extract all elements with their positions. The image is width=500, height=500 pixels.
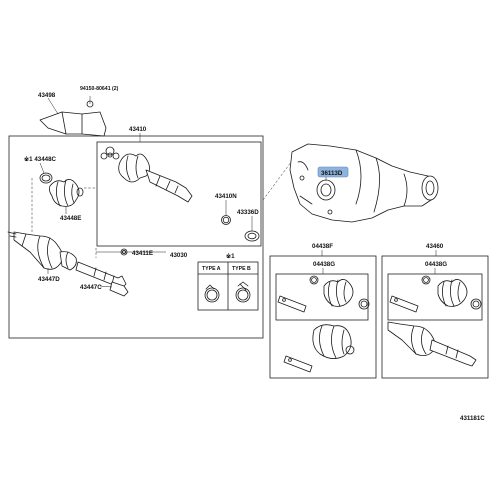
label-43448c[interactable]: ※1 43448C (24, 155, 57, 163)
assembly-43460-frame (381, 255, 489, 379)
label-43447d[interactable]: 43447D (38, 276, 60, 283)
part-43447d-outboard-joint (7, 231, 77, 271)
label-43336d[interactable]: 43336D (237, 209, 259, 216)
label-04438g-right[interactable]: 04438G (425, 261, 447, 268)
part-43447c-joint-part (109, 281, 129, 297)
clamp-ring-icon (204, 284, 220, 303)
subassembly-inboard-frame (96, 141, 262, 247)
clamp-ring-icon (235, 281, 251, 303)
label-43410[interactable]: 43410 (129, 126, 147, 133)
part-43448e-outboard-boot (48, 179, 84, 207)
label-type-b[interactable]: TYPE B (232, 266, 251, 272)
part-clamp-strip-left-top (277, 295, 307, 313)
part-boot-band-left-bottom (345, 345, 355, 355)
part-43410-inboard-shaft (118, 153, 193, 203)
part-43411e-clip (120, 248, 128, 256)
label-43410n[interactable]: 43410N (215, 193, 237, 200)
part-outboard-boot-left (323, 279, 354, 307)
highlight-36113d (317, 166, 349, 178)
part-front-differential-housing (289, 143, 439, 223)
part-36113d-seal (316, 179, 336, 201)
part-inboard-boot-left (312, 324, 352, 359)
drawing-number: 431181C (460, 415, 485, 422)
note-reference-mark: ※1 (226, 252, 235, 260)
kit-04438g-right-frame (387, 273, 483, 321)
label-43447c[interactable]: 43447C (80, 284, 102, 291)
kit-04438f-frame (269, 255, 377, 379)
label-36113d[interactable]: 36113D (321, 170, 343, 177)
part-boot-band-small-left (309, 275, 319, 285)
label-43411e[interactable]: 43411E (132, 250, 153, 257)
kit-04438g-left-frame (275, 273, 369, 321)
part-clamp-strip-left-bottom (283, 355, 313, 373)
part-boot-band-large-left (358, 298, 370, 310)
part-boot-band-small-right (421, 275, 431, 285)
assembly-43410-frame (8, 135, 264, 339)
part-43336d-dust-deflector (244, 230, 260, 242)
label-type-a[interactable]: TYPE A (202, 266, 221, 272)
part-43498-heat-insulator (39, 96, 107, 137)
part-43410n-snap-ring (221, 215, 231, 225)
part-clamp-strip-right-top (389, 295, 419, 313)
label-43460[interactable]: 43460 (426, 243, 444, 250)
label-43030[interactable]: 43030 (170, 252, 188, 259)
part-outboard-joint-shaft-right (387, 321, 477, 367)
part-boot-band-large-right (470, 298, 482, 310)
label-43498[interactable]: 43498 (38, 92, 56, 99)
label-04438f[interactable]: 04438F (312, 243, 333, 250)
label-04438g-left[interactable]: 04438G (313, 261, 335, 268)
part-tripod-joint (100, 146, 120, 160)
label-94150-80641[interactable]: 94150-80641 (2) (80, 86, 119, 92)
part-43448c-boot-band (39, 172, 53, 184)
label-43448e[interactable]: 43448E (60, 215, 81, 222)
part-outboard-boot-right (437, 279, 468, 307)
